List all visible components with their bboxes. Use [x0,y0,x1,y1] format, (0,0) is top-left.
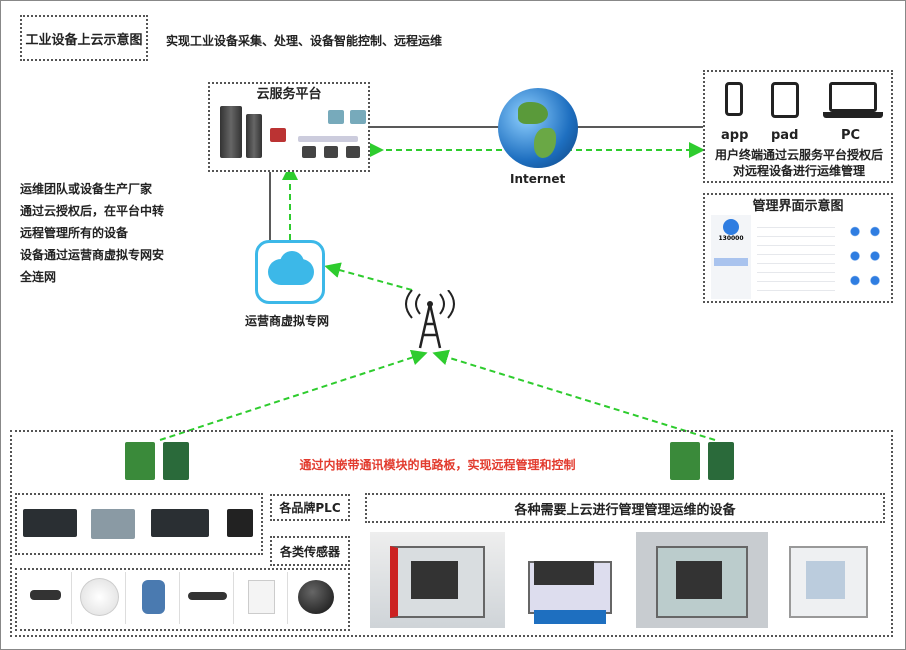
subtitle: 实现工业设备采集、处理、设备智能控制、远程运维 [166,34,443,48]
cloud-network-icon [255,240,325,304]
phone-icon [725,82,743,116]
machining-center-image [636,532,768,628]
device-layer-box [10,430,893,637]
vpn-label: 运营商虚拟专网 [245,314,330,328]
plc-device [23,509,77,537]
left-text-line: 远程管理所有的设备 [20,226,129,240]
plc-device [227,509,253,537]
globe-icon [498,88,578,168]
cloud-platform-box: 云服务平台 [208,82,370,172]
mgmt-function-icons [845,221,885,291]
sensor-label-box: 各类传感器 [270,536,350,566]
equipment-label: 各种需要上云进行管理管理运维的设备 [514,502,736,518]
sensor-image [290,572,342,624]
firewall-icon [270,128,286,142]
lathe-machine-image [510,532,630,628]
circuit-board-icon [708,442,734,480]
plc-device [151,509,209,537]
server-rack-icon [220,106,242,158]
tablet-icon [771,82,799,118]
device-label-pc: PC [841,128,861,143]
circuit-board-icon [125,442,155,480]
device-label-app: app [721,128,749,143]
sensor-label: 各类传感器 [279,544,340,559]
server-icon [346,146,360,158]
mgmt-device-list [757,219,835,295]
management-box: 管理界面示意图 130000 [703,193,893,303]
title-box: 工业设备上云示意图 [20,15,148,61]
user-id: 130000 [718,235,744,242]
circuit-board-icon [670,442,700,480]
plc-box [15,493,263,555]
user-terminal-box: app pad PC 用户终端通过云服务平台授权后 对远程设备进行运维管理 [703,70,893,183]
sensor-image [236,572,288,624]
cloud-platform-label: 云服务平台 [256,87,322,102]
sensor-image [128,572,180,624]
monitor-icon [328,110,344,124]
left-text-line: 通过云授权后，在平台中转 [20,204,165,218]
sensor-image [20,572,72,624]
page-title: 工业设备上云示意图 [25,32,143,48]
left-description: 运维团队或设备生产厂家 通过云授权后，在平台中转 远程管理所有的设备 设备通过运… [20,178,164,288]
laptop-icon [829,82,877,112]
server-icon [324,146,338,158]
monitor-icon [350,110,366,124]
sensor-image [74,572,126,624]
cnc-machine-image [370,532,505,628]
internet-label: Internet [510,172,566,186]
mgmt-sidebar: 130000 [711,215,751,299]
device-label-pad: pad [771,128,799,143]
terminal-desc-1: 用户终端通过云服务平台授权后 [714,148,883,162]
circuit-board-icon [163,442,189,480]
left-text-line: 全连网 [20,270,57,284]
management-label: 管理界面示意图 [752,199,844,214]
plc-label-box: 各品牌PLC [270,494,350,521]
left-text-line: 运维团队或设备生产厂家 [20,182,153,196]
antenna-icon [405,290,455,349]
plc-label: 各品牌PLC [279,501,341,515]
server-icon [302,146,316,158]
terminal-desc-2: 对远程设备进行运维管理 [732,164,865,178]
vertical-machine-image [772,532,885,628]
sensor-image [182,572,234,624]
left-text-line: 设备通过运营商虚拟专网安 [20,248,165,262]
plc-device [91,509,135,539]
sensor-box [15,568,350,631]
equipment-label-box: 各种需要上云进行管理管理运维的设备 [365,493,885,523]
network-bus-icon [298,136,358,142]
server-rack-icon [246,114,262,158]
avatar [723,219,739,235]
board-text: 通过内嵌带通讯模块的电路板，实现远程管理和控制 [299,458,576,472]
